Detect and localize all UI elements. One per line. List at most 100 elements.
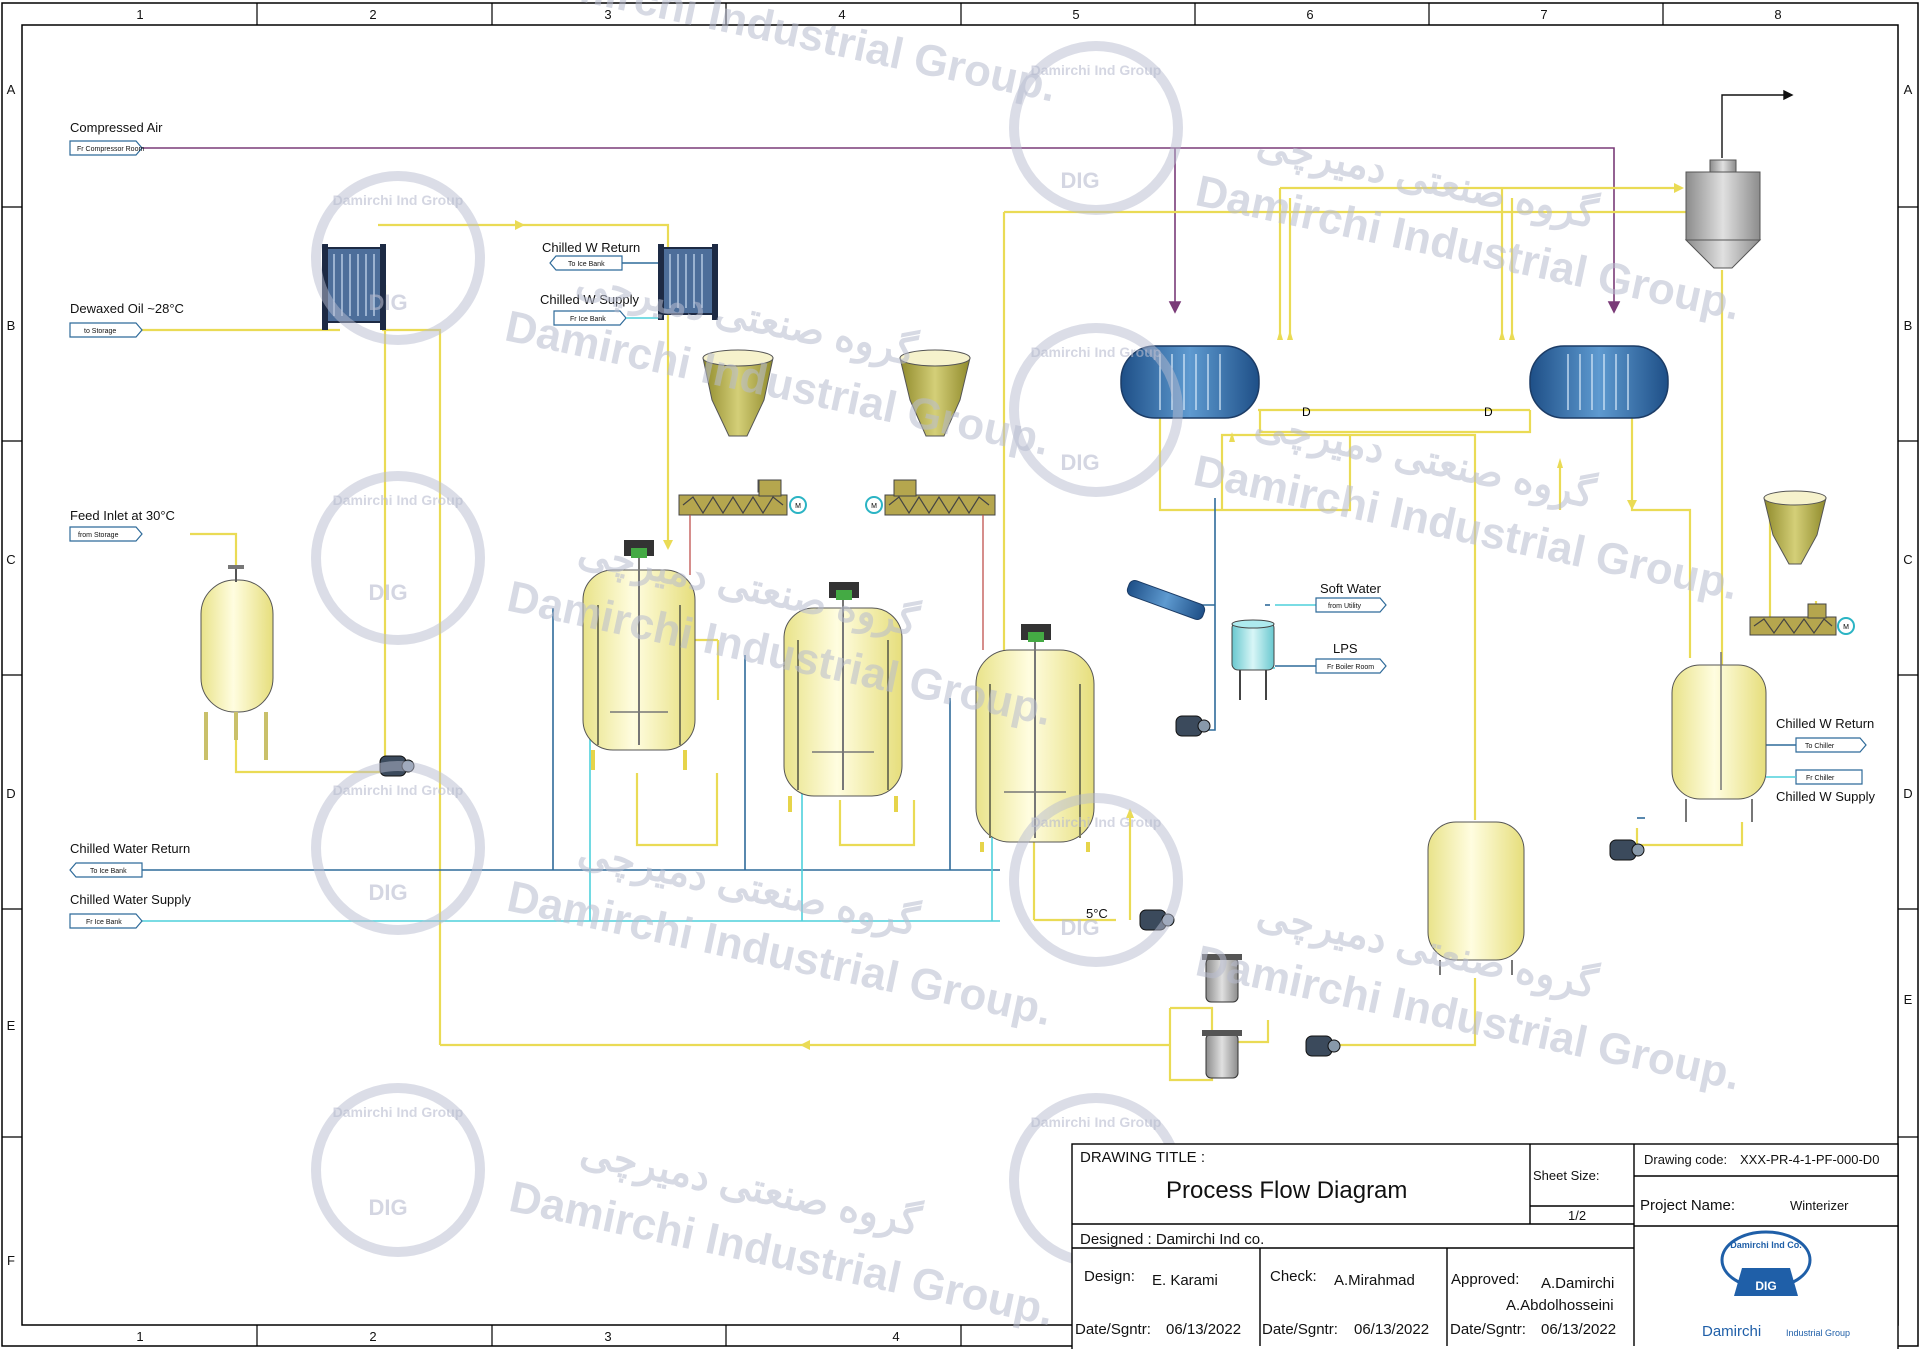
approved-name-1: A.Damirchi: [1541, 1275, 1614, 1292]
row-label-F: F: [7, 1253, 15, 1268]
cyclone-separator: [1684, 159, 1762, 269]
product-lines: [140, 178, 1818, 1082]
plate-heat-exchanger-2: [658, 244, 718, 320]
svg-text:D: D: [1484, 405, 1493, 419]
bag-filter-1: [1202, 954, 1242, 1003]
compressed-air-tag: [69, 140, 143, 156]
drawing-code-label: Drawing code:: [1644, 1152, 1727, 1167]
col-label-5: 5: [1072, 7, 1079, 22]
feed-inlet-tag-text: from Storage: [78, 532, 119, 539]
stream-chilled-water-return: Chilled Water Return To Ice Bank: [69, 841, 190, 878]
chilled-w-supply-right-label: Chilled W Supply: [1776, 789, 1875, 804]
conveyor-drop-lines: [689, 515, 984, 650]
cyclone-exhaust-line: [1721, 89, 1794, 158]
plate-heat-exchanger-1: [322, 244, 386, 330]
col-label-3: 3: [604, 7, 611, 22]
chilled-w-supply-top-label: Chilled W Supply: [540, 292, 639, 307]
svg-text:M: M: [871, 503, 877, 510]
row-label-C-right: C: [1903, 552, 1912, 567]
stream-dewaxed-oil: Dewaxed Oil ~28°C to Storage: [69, 301, 184, 338]
feed-inlet-label: Feed Inlet at 30°C: [70, 508, 175, 523]
svg-text:DIG: DIG: [368, 580, 407, 605]
chilled-water-return-tag-text: To Ice Bank: [90, 868, 127, 875]
col-label-8: 8: [1774, 7, 1781, 22]
stream-feed-inlet: Feed Inlet at 30°C from Storage: [69, 508, 175, 542]
pump-hot-water: [1175, 715, 1211, 737]
chilled-w-supply-top-tag-text: Fr Ice Bank: [570, 316, 606, 323]
col-label-2: 2: [369, 7, 376, 22]
chilled-w-supply-right-tag-text: Fr Chiller: [1806, 775, 1835, 782]
conveyor-motor-2: M: [865, 496, 883, 514]
approved-label: Approved:: [1451, 1271, 1519, 1288]
soft-water-tag: [1315, 597, 1387, 613]
col-label-1: 1: [136, 7, 143, 22]
dewaxed-oil-tag: [69, 322, 143, 338]
svg-text:DIG: DIG: [368, 880, 407, 905]
project-name-label: Project Name:: [1640, 1197, 1735, 1214]
grid-labels: 1 2 3 4 5 6 7 8 1 2 3 4 A B C D E F A B …: [6, 7, 1912, 1344]
lps-label: LPS: [1333, 641, 1358, 656]
stream-lps: LPS Fr Boiler Room: [1275, 641, 1387, 674]
conveyor-motor-1: M: [789, 496, 807, 514]
chilled-water-supply-tag: [69, 913, 143, 929]
compressed-air-line: [140, 147, 1621, 314]
row-label-B: B: [7, 318, 16, 333]
hopper-2: [899, 349, 971, 437]
svg-text:DIG: DIG: [368, 1195, 407, 1220]
chilled-w-return-right-tag-text: To Chiller: [1805, 743, 1835, 750]
feed-storage-tank: [200, 565, 274, 760]
row-label-A-right: A: [1904, 82, 1913, 97]
chilled-w-supply-top-tag: [553, 310, 627, 326]
svg-text:DIG: DIG: [368, 290, 407, 315]
svg-text:D: D: [1302, 405, 1311, 419]
soft-water-tag-text: from Utility: [1328, 603, 1362, 610]
chilled-water-return-tag: [69, 862, 143, 878]
dewaxed-oil-tag-text: to Storage: [84, 328, 116, 335]
dewaxed-oil-label: Dewaxed Oil ~28°C: [70, 301, 184, 316]
stream-soft-water: Soft Water from Utility: [1315, 581, 1387, 613]
svg-text:Damirchi Ind Group: Damirchi Ind Group: [1031, 344, 1162, 360]
row-label-E-right: E: [1904, 992, 1913, 1007]
project-name: Winterizer: [1790, 1198, 1849, 1213]
chilled-w-return-right-tag: [1795, 737, 1867, 753]
stream-chilled-w-return-right: Chilled W Return To Chiller: [1766, 716, 1874, 753]
grid-ticks: [2, 3, 1918, 1346]
svg-text:Damirchi Ind Group: Damirchi Ind Group: [333, 192, 464, 208]
pump-filtrate: [1305, 1035, 1341, 1057]
flow-arrows: [515, 183, 1684, 1050]
screw-conveyor-2: [884, 479, 996, 516]
stream-chilled-water-supply: Chilled Water Supply Fr Ice Bank: [69, 892, 191, 929]
stream-chilled-w-supply-top: Chilled W Supply Fr Ice Bank: [540, 292, 660, 326]
bag-filter-2: [1202, 1030, 1242, 1079]
soft-water-label: Soft Water: [1320, 581, 1382, 596]
date-label-approved: Date/Sgntr:: [1450, 1321, 1526, 1338]
svg-text:DIG: DIG: [1755, 1279, 1776, 1293]
crystallizer-tank-2: [783, 582, 903, 812]
drawing-title: Process Flow Diagram: [1166, 1177, 1407, 1204]
wax-storage-tank: [1427, 821, 1525, 975]
chilled-water-return-label: Chilled Water Return: [70, 841, 190, 856]
drawing-title-label: DRAWING TITLE :: [1080, 1149, 1205, 1166]
date-check: 06/13/2022: [1354, 1321, 1429, 1338]
screw-conveyor-1: [678, 479, 788, 516]
sheet-size-label: Sheet Size:: [1533, 1168, 1600, 1183]
crystallizer-tank-1: [582, 540, 696, 770]
col-label-4: 4: [838, 7, 845, 22]
design-name: E. Karami: [1152, 1272, 1218, 1289]
date-label-design: Date/Sgntr:: [1075, 1321, 1151, 1338]
hopper-3: [1763, 490, 1827, 565]
chilled-w-return-top-label: Chilled W Return: [542, 240, 640, 255]
row-label-B-right: B: [1904, 318, 1913, 333]
row-label-D-right: D: [1903, 786, 1912, 801]
conveyor-motor-3: M: [1837, 617, 1855, 635]
company-logo: Damirchi Ind Co. DIG Damirchi Industrial…: [1702, 1230, 1850, 1340]
svg-text:DIG: DIG: [1060, 450, 1099, 475]
col-label-2-bottom: 2: [369, 1329, 376, 1344]
drawing-code: XXX-PR-4-1-PF-000-D0: [1740, 1152, 1879, 1167]
hot-water-tank: [1231, 619, 1275, 700]
date-design: 06/13/2022: [1166, 1321, 1241, 1338]
row-label-C: C: [6, 552, 15, 567]
col-label-7: 7: [1540, 7, 1547, 22]
svg-text:Industrial Group: Industrial Group: [1786, 1328, 1850, 1338]
